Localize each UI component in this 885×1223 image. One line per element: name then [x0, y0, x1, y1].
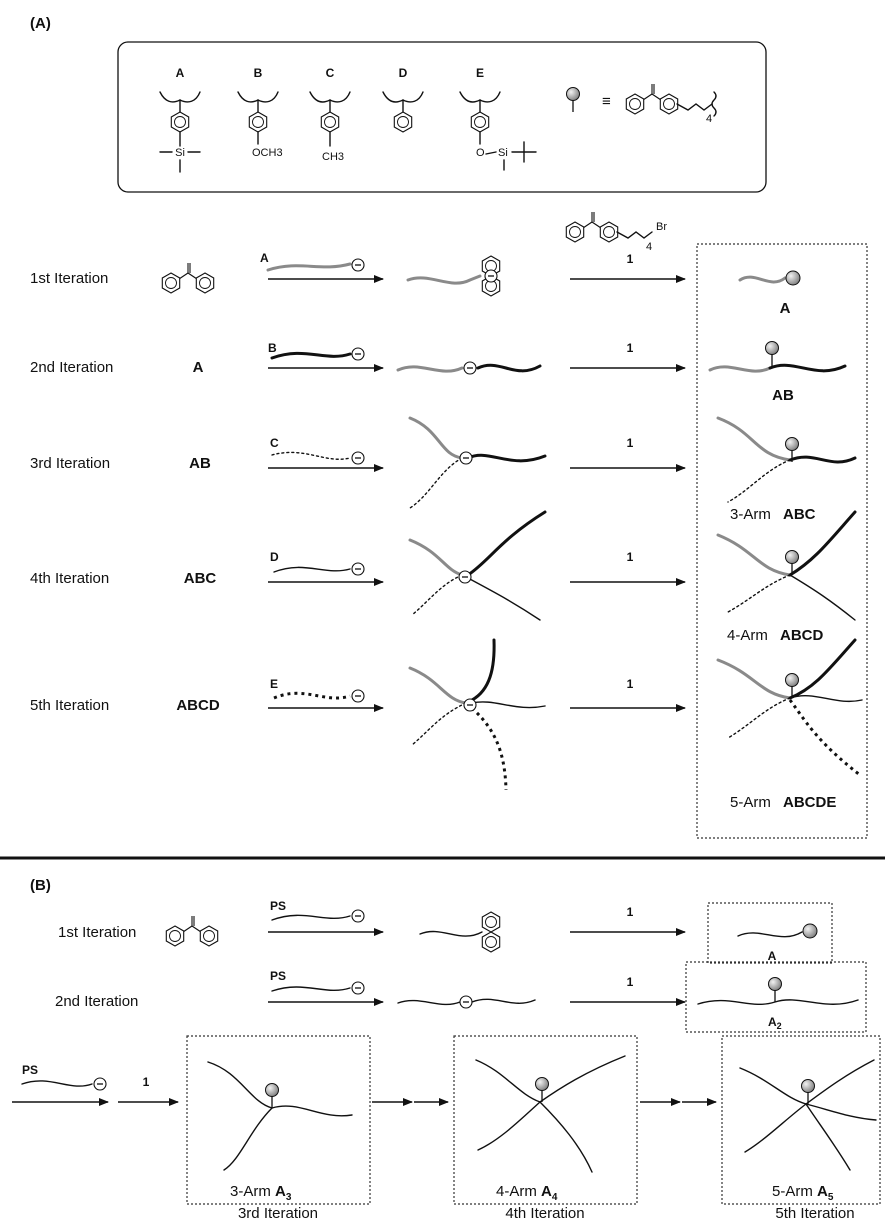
row-b-1: 1st Iteration PS 1 A: [58, 899, 833, 964]
product-box: [186, 1035, 371, 1205]
svg-text:O: O: [476, 147, 485, 159]
reagent-number: 1: [627, 905, 634, 919]
product-label: 4-Arm A4: [496, 1183, 558, 1203]
row-b-2: 2nd Iteration PS 1 A2: [55, 961, 867, 1033]
row-b-lower: PS 1 3-Arm A3 3rd Iteration 4-Arm A4 4th…: [12, 1035, 881, 1222]
product-prefix: 4-Arm: [727, 627, 768, 644]
reagent-number: 1: [627, 975, 634, 989]
start-label: ABC: [184, 570, 217, 587]
monomer-letter: D: [270, 550, 279, 564]
row-a-1: 1st Iteration A 1 A: [30, 251, 801, 317]
start-label: ABCD: [176, 697, 219, 714]
start-label: A: [193, 359, 204, 376]
structure-a: Si: [159, 91, 201, 173]
iteration-label: 3rd Iteration: [238, 1205, 318, 1222]
structure-d: [382, 91, 424, 133]
iteration-label: 4th Iteration: [30, 570, 109, 587]
svg-text:OCH3: OCH3: [252, 147, 283, 159]
structure-e: O Si: [459, 91, 537, 171]
product-box: [685, 961, 867, 1033]
product-label: ABC: [783, 506, 816, 523]
product-prefix: 5-Arm: [730, 794, 771, 811]
iteration-label: 2nd Iteration: [30, 359, 113, 376]
product-label: ABCD: [780, 627, 823, 644]
product-label: ABCDE: [783, 794, 836, 811]
monomer-label: B: [254, 66, 263, 80]
structure-b: OCH3: [237, 91, 283, 159]
iteration-label: 2nd Iteration: [55, 993, 138, 1010]
svg-text:Si: Si: [498, 147, 508, 159]
product-label: AB: [772, 387, 794, 404]
monomer-letter: PS: [22, 1063, 38, 1077]
monomer-letter: E: [270, 677, 278, 691]
reagent-structure: 4 Br: [566, 212, 667, 253]
svg-text:4: 4: [706, 113, 712, 125]
svg-text:4: 4: [646, 241, 652, 253]
structure-c: CH3: [309, 91, 351, 163]
reagent-number: 1: [627, 252, 634, 266]
iteration-label: 5th Iteration: [30, 697, 109, 714]
product-box: [721, 1035, 881, 1205]
iteration-label: 4th Iteration: [505, 1205, 584, 1222]
monomer-letter: A: [260, 251, 269, 265]
iteration-label: 1st Iteration: [30, 270, 108, 287]
end-group-legend: ≡ 4: [565, 84, 717, 125]
reagent-number: 1: [627, 550, 634, 564]
monomer-letter: PS: [270, 899, 286, 913]
product-label: A: [780, 300, 791, 317]
iteration-label: 1st Iteration: [58, 924, 136, 941]
product-prefix: 3-Arm: [730, 506, 771, 523]
monomer-label: A: [176, 66, 185, 80]
svg-text:CH3: CH3: [322, 151, 344, 163]
panel-b-label: (B): [30, 877, 51, 894]
start-label: AB: [189, 455, 211, 472]
product-box: [707, 902, 833, 964]
row-a-2: 2nd Iteration A B 1 AB: [30, 340, 847, 404]
monomer-label: D: [399, 66, 408, 80]
monomer-label: E: [476, 66, 484, 80]
product-box: [696, 243, 868, 839]
svg-text:Br: Br: [656, 221, 667, 233]
reagent-number: 1: [627, 677, 634, 691]
product-label: 5-Arm A5: [772, 1183, 834, 1203]
equiv-sign: ≡: [602, 93, 611, 110]
monomer-label: C: [326, 66, 335, 80]
monomer-box: A B C D E Si OCH3 CH3: [117, 41, 767, 193]
row-a-4: 4th Iteration ABC D 1 4-Arm ABCD: [30, 510, 857, 644]
iteration-label: 3rd Iteration: [30, 455, 110, 472]
monomer-letter: PS: [270, 969, 286, 983]
reagent-number: 1: [627, 341, 634, 355]
iteration-label: 5th Iteration: [775, 1205, 854, 1222]
product-label: A2: [768, 1015, 782, 1031]
reagent-number: 1: [143, 1075, 150, 1089]
reagent-number: 1: [627, 436, 634, 450]
panel-a-label: (A): [30, 15, 51, 32]
monomer-letter: B: [268, 341, 277, 355]
monomer-letter: C: [270, 436, 279, 450]
row-a-5: 5th Iteration ABCD E 1 5-Arm ABCDE: [30, 638, 863, 811]
product-label: A: [768, 949, 777, 963]
product-box: [453, 1035, 638, 1205]
product-label: 3-Arm A3: [230, 1183, 292, 1203]
row-a-3: 3rd Iteration AB C 1 3-Arm ABC: [30, 416, 857, 523]
svg-text:Si: Si: [175, 147, 185, 159]
